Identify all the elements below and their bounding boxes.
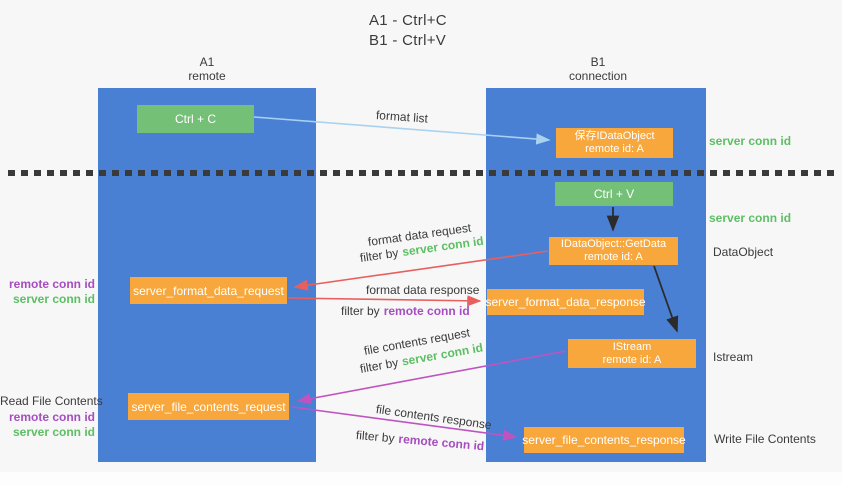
node-ctrl-c: Ctrl + C	[137, 105, 254, 133]
node-ctrl-v: Ctrl + V	[555, 182, 673, 206]
edge-label-format-list: format list	[375, 108, 429, 126]
filter-prefix: filter by	[341, 304, 380, 318]
node-format-response-label: server_format_data_response	[485, 295, 646, 309]
node-file-response-label: server_file_contents_response	[522, 433, 686, 447]
label-istream: Istream	[713, 350, 754, 364]
label-remote-conn-id-left-format: remote conn id	[8, 277, 95, 291]
node-server-file-contents-response: server_file_contents_response	[522, 427, 686, 453]
label-remote-conn-id-left-file: remote conn id	[8, 410, 95, 424]
dotted-divider	[8, 170, 836, 176]
label-server-conn-id-left-file: server conn id	[12, 425, 95, 439]
node-save-line1: 保存IDataObject	[574, 130, 655, 142]
node-server-format-data-response: server_format_data_response	[485, 289, 646, 315]
column-b1-role: connection	[568, 69, 628, 83]
node-format-request-label: server_format_data_request	[133, 283, 284, 298]
node-server-file-contents-request: server_file_contents_request	[128, 393, 289, 420]
node-istream: IStream remote id: A	[568, 339, 696, 368]
column-a1-role: remote	[188, 69, 226, 83]
filter-prefix: filter by	[358, 355, 400, 376]
node-ctrl-v-label: Ctrl + V	[593, 187, 635, 201]
node-server-format-data-request: server_format_data_request	[130, 277, 287, 304]
label-server-conn-id-left-format: server conn id	[12, 292, 95, 306]
bottom-strip	[0, 472, 842, 485]
node-getdata-line1: IDataObject::GetData	[560, 238, 667, 250]
title-line-1: A1 - Ctrl+C	[369, 12, 447, 29]
remote-conn-id-text: remote conn id	[383, 304, 470, 318]
diagram-title: A1 - Ctrl+C B1 - Ctrl+V	[369, 11, 447, 51]
column-header-b1: B1 connection	[518, 55, 678, 83]
edge-label-format-data-response: format data response	[366, 283, 480, 297]
column-a1-name: A1	[199, 55, 215, 69]
label-read-file-contents: Read File Contents	[0, 394, 103, 408]
edge-label-file-contents-response: file contents response	[375, 402, 493, 433]
node-getdata-line2: remote id: A	[584, 251, 643, 263]
node-istream-line2: remote id: A	[602, 353, 662, 366]
label-server-conn-id-right-mid: server conn id	[709, 211, 792, 225]
node-save-idataobject: 保存IDataObject remote id: A	[556, 128, 673, 158]
arrow-format-data-response	[287, 295, 482, 307]
label-write-file-contents: Write File Contents	[714, 432, 816, 446]
column-header-a1: A1 remote	[127, 55, 287, 83]
label-server-conn-id-right-top: server conn id	[709, 134, 792, 148]
node-istream-line1: IStream	[612, 340, 652, 353]
remote-conn-id-text: remote conn id	[397, 431, 485, 454]
node-file-request-label: server_file_contents_request	[131, 399, 286, 414]
filter-prefix: filter by	[359, 245, 400, 265]
label-dataobject: DataObject	[713, 245, 774, 259]
title-line-2: B1 - Ctrl+V	[369, 32, 447, 49]
column-b1-name: B1	[590, 55, 606, 69]
node-ctrl-c-label: Ctrl + C	[174, 112, 216, 126]
node-save-line2: remote id: A	[585, 143, 644, 155]
node-idataobject-getdata: IDataObject::GetData remote id: A	[549, 237, 678, 265]
filter-prefix: filter by	[355, 428, 396, 446]
